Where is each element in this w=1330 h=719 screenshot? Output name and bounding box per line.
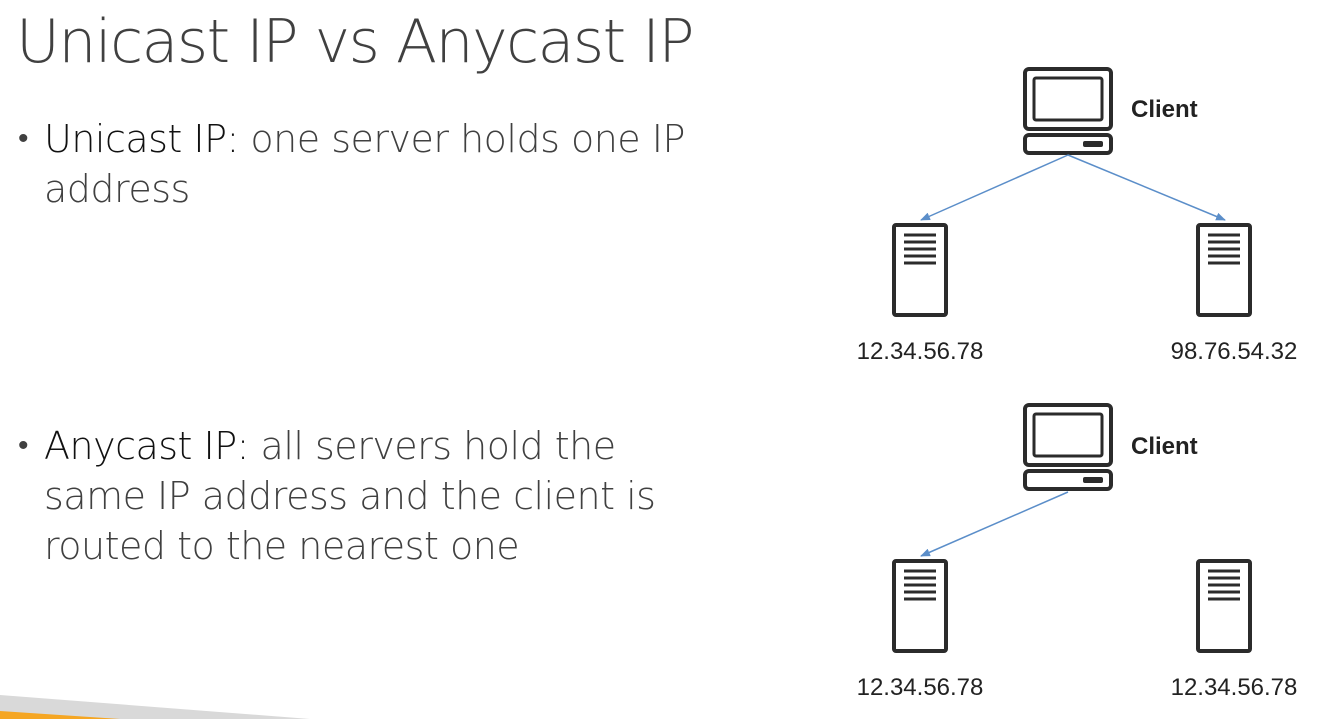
client-label: Client — [1131, 433, 1198, 460]
bullet-dot: • — [18, 428, 29, 463]
footer-accent — [0, 695, 310, 719]
bullet-term: Unicast IP: — [44, 117, 239, 161]
slide-title: Unicast IP vs Anycast IP — [16, 7, 695, 77]
server-icon — [1196, 559, 1252, 653]
server-ip-label: 12.34.56.78 — [1170, 674, 1298, 701]
computer-icon — [1023, 403, 1113, 491]
arrow-to-server-right — [1067, 154, 1226, 221]
bullet-description: all servers hold the same IP address and… — [44, 424, 656, 568]
bullet-text: Unicast IP: one server holds one IP addr… — [44, 114, 718, 214]
unicast-diagram — [892, 67, 1252, 317]
bullet-description: one server holds one IP address — [44, 117, 685, 211]
server-ip-label: 12.34.56.78 — [856, 674, 984, 701]
server-ip-label: 12.34.56.78 — [856, 338, 984, 365]
anycast-diagram — [892, 403, 1252, 653]
bullet-text: Anycast IP: all servers hold the same IP… — [44, 421, 718, 571]
bullet-dot: • — [18, 121, 29, 156]
arrow-to-nearest-server — [920, 491, 1069, 557]
server-icon — [1196, 223, 1252, 317]
arrow-to-server-left — [920, 154, 1069, 221]
computer-icon — [1023, 67, 1113, 155]
server-ip-label: 98.76.54.32 — [1170, 338, 1298, 365]
bullet-unicast: • Unicast IP: one server holds one IP ad… — [18, 114, 718, 214]
client-label: Client — [1131, 96, 1198, 123]
server-icon — [892, 559, 948, 653]
bullet-term: Anycast IP: — [44, 424, 249, 468]
server-icon — [892, 223, 948, 317]
bullet-anycast: • Anycast IP: all servers hold the same … — [18, 421, 718, 571]
